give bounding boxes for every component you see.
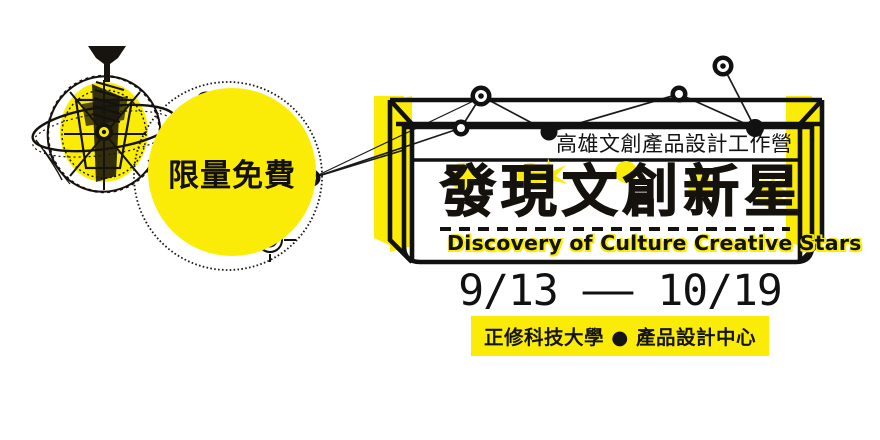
- left-yellow-flap-inner: [390, 96, 412, 252]
- workshop-kicker-text: 高雄文創產品設計工作營: [556, 132, 793, 156]
- limited-free-badge-label: 限量免費: [168, 157, 296, 194]
- title-char-2: 現: [500, 160, 557, 225]
- badge-sketch-ring: [133, 81, 323, 271]
- node-solid-dot-a: [540, 123, 558, 141]
- node-ring-dot-b: [712, 55, 734, 77]
- venue-bar-wrapper: 正修科技大學 ● 產品設計中心: [440, 316, 800, 356]
- main-title: 發 現 文 創 新 星: [439, 160, 800, 226]
- english-subtitle: Discovery of Culture Creative Stars: [447, 231, 862, 255]
- title-char-5: 新: [683, 160, 740, 225]
- badge-to-box-connector-long: [311, 95, 485, 179]
- node-ring-dot-a: [470, 85, 492, 107]
- limited-free-badge-circle[interactable]: [148, 88, 316, 256]
- node-solid-dot-b: [746, 119, 764, 137]
- node-hollow-ring-b: [670, 85, 688, 103]
- title-char-1: 發: [439, 160, 496, 225]
- title-char-3: 文: [561, 160, 618, 225]
- event-date-range: 9/13 —— 10/19: [458, 266, 783, 316]
- title-char-6: 星: [743, 160, 800, 225]
- title-sparkles: [449, 158, 788, 207]
- node-hollow-ring-a: [452, 119, 470, 137]
- venue-bar: 正修科技大學 ● 產品設計中心: [470, 316, 770, 356]
- title-char-4: 創: [622, 160, 679, 225]
